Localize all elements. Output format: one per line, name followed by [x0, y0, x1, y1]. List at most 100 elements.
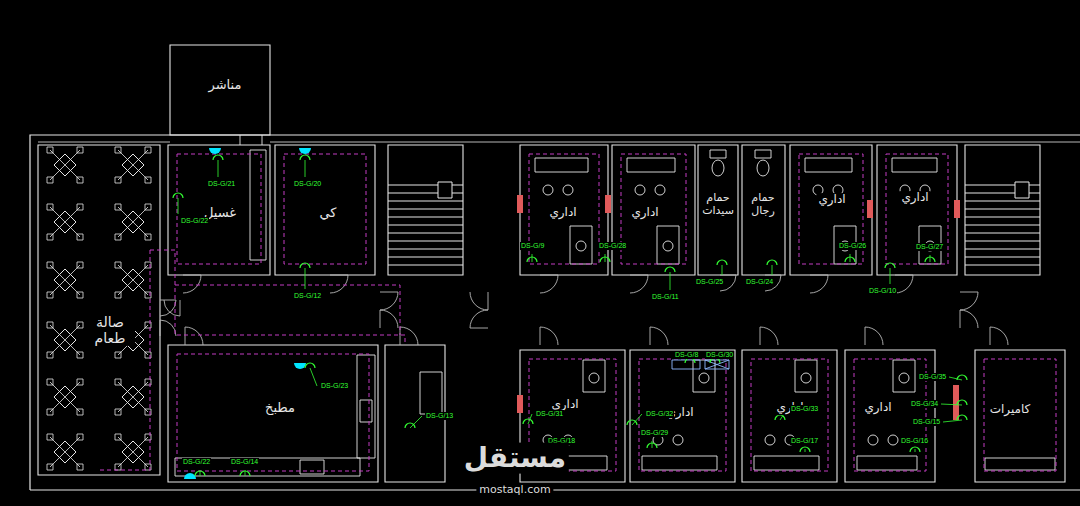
- callout-label: DS-G/24: [745, 278, 774, 286]
- light-fixture: [240, 471, 250, 476]
- wiring-run: [621, 154, 686, 264]
- leader-line: [305, 160, 306, 177]
- door-swing: [380, 292, 398, 310]
- light-fixture: [800, 447, 810, 452]
- dining-chairs: [50, 150, 80, 180]
- light-fixture: [173, 193, 183, 198]
- dining-chairs: [118, 382, 148, 412]
- dining-chairs: [50, 265, 80, 295]
- room-wall: [630, 350, 735, 482]
- leader-line: [532, 254, 533, 262]
- door-swing: [380, 310, 398, 328]
- light-fixture: [213, 155, 223, 160]
- door-swing: [990, 327, 1008, 345]
- room-area: اداري: [845, 350, 935, 482]
- room-area: كاميرات: [975, 350, 1065, 482]
- wiring-run: [284, 154, 366, 264]
- room-wall: [698, 145, 738, 275]
- shelf-symbol: [250, 150, 266, 260]
- callout-label: DS-G/22: [182, 458, 211, 466]
- door-swing: [164, 300, 180, 316]
- room-name: مناشر: [207, 78, 244, 93]
- dining-chair: [77, 262, 83, 268]
- chair-symbol: [589, 373, 599, 383]
- dining-chairs: [50, 325, 80, 355]
- dining-chair: [115, 379, 121, 385]
- light-fixture: [957, 400, 967, 405]
- room-wall: [877, 145, 957, 275]
- door-swing: [183, 275, 201, 293]
- dining-chair: [77, 352, 83, 358]
- dining-chair: [47, 434, 53, 440]
- dining-chair: [47, 352, 53, 358]
- leader-line: [941, 404, 962, 405]
- ac-unit-symbol: [672, 360, 729, 369]
- leader-line: [890, 268, 891, 284]
- room-name: اداري: [816, 193, 847, 207]
- dining-chair: [115, 262, 121, 268]
- dining-chair: [47, 379, 53, 385]
- toilet-symbol: [712, 160, 724, 176]
- dining-chair: [77, 177, 83, 183]
- leader-line: [218, 160, 219, 177]
- room-area: اداري: [877, 145, 957, 275]
- dining-chair: [115, 204, 121, 210]
- callout-label: DS-G/30: [705, 351, 734, 359]
- door-swing: [330, 275, 348, 293]
- room-name: مطبخ: [263, 401, 297, 416]
- callout-label: DS-G/31: [535, 410, 564, 418]
- room-area: اداري: [612, 145, 695, 275]
- light-fixture: [717, 260, 727, 265]
- door-swing: [540, 327, 558, 345]
- room-area: مناشر: [170, 45, 270, 135]
- desk-symbol: [583, 360, 605, 392]
- light-fixture: [775, 415, 785, 420]
- watermark: مستقل: [461, 443, 569, 474]
- room-area: اداري: [742, 350, 837, 482]
- leader-line: [670, 272, 671, 290]
- callout-label: DS-G/17: [790, 437, 819, 445]
- desk-symbol: [805, 158, 852, 172]
- toilet-symbol: [757, 160, 769, 176]
- callout-label: DS-G/28: [598, 242, 627, 250]
- leader-line: [943, 420, 962, 422]
- desk-symbol: [857, 456, 917, 470]
- callout-label: DS-G/8: [674, 351, 699, 359]
- chair-symbol: [655, 185, 665, 195]
- light-fixture: [195, 471, 205, 476]
- dining-chair: [115, 464, 121, 470]
- room-wall: [38, 145, 160, 475]
- panel-symbol: [867, 200, 873, 218]
- light-fixture: [710, 358, 720, 363]
- leader-line: [632, 414, 642, 425]
- room-wall: [742, 350, 837, 482]
- callout-label: DS-G/27: [915, 243, 944, 251]
- callout-label: DS-G/34: [910, 400, 939, 408]
- kitchen-counter: [357, 355, 375, 458]
- room-name: اداري: [862, 401, 893, 415]
- chair-symbol: [673, 435, 683, 445]
- dining-chair: [47, 322, 53, 328]
- desk-symbol: [693, 360, 715, 392]
- door-swing: [400, 327, 418, 345]
- callout-label: DS-G/9: [520, 242, 545, 250]
- stair-wall: [388, 145, 463, 275]
- wiring-run: [177, 354, 369, 471]
- fixture-symbol: [420, 372, 442, 414]
- light-fixture: [767, 260, 777, 265]
- callout-label: DS-G/32: [645, 410, 674, 418]
- door-swing: [960, 310, 978, 328]
- callout-label: DS-G/29: [640, 429, 669, 437]
- desk-symbol: [642, 456, 717, 470]
- callout-label: DS-G/14: [230, 458, 259, 466]
- light-fixture: [665, 267, 675, 272]
- chair-symbol: [765, 435, 775, 445]
- leader-line: [772, 265, 773, 275]
- leader-line: [245, 470, 246, 476]
- desk-symbol: [985, 458, 1055, 470]
- outlet-symbol: [294, 363, 306, 369]
- dining-chairs: [118, 265, 148, 295]
- wall-line: [240, 135, 262, 145]
- dining-chair: [47, 262, 53, 268]
